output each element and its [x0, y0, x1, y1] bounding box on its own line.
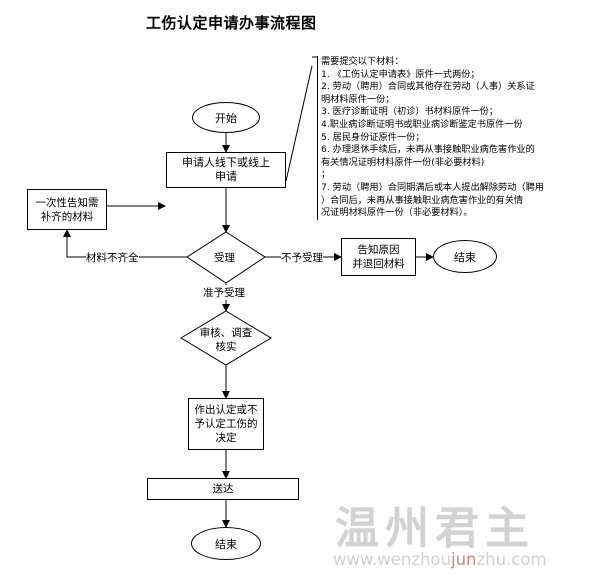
materials-line: 5. 居民身份证原件一份；: [321, 131, 425, 143]
decision-label-line3: 决定: [215, 432, 237, 444]
materials-line: 明材料原件一份；: [321, 93, 395, 105]
deliver-label: 送达: [212, 483, 234, 495]
materials-note: 需要提交以下材料： 1. 《工伤认定申请表》原件一式两份； 2. 劳动（聘用）合…: [317, 56, 579, 220]
review-label-line1: 审核、调查: [199, 327, 253, 339]
watermark-url: www.wenzhoujunzhu.com: [333, 550, 547, 569]
edge-label-incomplete: 材料不齐全: [86, 250, 139, 265]
watermark-url-part3: zhu.com: [476, 550, 547, 569]
materials-line: 2. 劳动（聘用）合同或其他存在劳动（人事）关系证: [321, 81, 535, 93]
end-bottom-label: 结束: [215, 537, 237, 551]
decision-label-line1: 作出认定或不: [194, 404, 258, 416]
reject-label-line2: 并退回材料: [352, 258, 405, 270]
start-label: 开始: [215, 111, 237, 125]
materials-line: 6. 办理退休手续后，未再从事接触职业病危害作业的: [321, 144, 535, 156]
materials-line: 7. 劳动（聘用）合同期满后或本人提出解除劳动（聘用: [321, 181, 544, 193]
reject-label-line1: 告知原因: [357, 244, 400, 256]
arrow-accept-to-notify: [63, 229, 187, 258]
review-label-line2: 核实: [215, 341, 237, 353]
end-right-label: 结束: [454, 250, 476, 264]
edge-label-not-accepted: 不予受理: [281, 250, 323, 265]
materials-line: ；: [321, 169, 331, 181]
materials-line: 1. 《工伤认定申请表》原件一式两份；: [321, 68, 480, 80]
start-node: 开始: [192, 102, 260, 133]
materials-line: 有关情况证明材料原件一份(非必要材料): [321, 156, 485, 168]
end-right-node: 结束: [433, 240, 497, 273]
apply-box: 申请人线下或线上 申请: [166, 152, 286, 188]
edge-label-accepted: 准予受理: [203, 285, 245, 300]
deliver-box: 送达: [147, 478, 299, 500]
watermark-logo-text: 温州君主: [335, 503, 535, 554]
accept-diamond: [186, 231, 266, 284]
decision-label-line2: 予认定工伤的: [194, 418, 258, 430]
notify-label-line2: 补齐的材料: [40, 210, 94, 223]
materials-line: 4.职业病诊断证明书或职业病诊断鉴定书原件一份: [321, 118, 523, 130]
page-title: 工伤认定申请办事流程图: [146, 14, 317, 32]
watermark-url-part1: www.wenzhou: [333, 550, 451, 569]
apply-label-line2: 申请: [215, 170, 237, 183]
materials-line: 况证明材料原件一份（非必要材料）。: [321, 207, 473, 219]
decision-box: 作出认定或不 予认定工伤的 决定: [188, 398, 264, 450]
accept-label: 受理: [214, 252, 235, 264]
end-bottom-node: 结束: [191, 527, 261, 560]
review-label: 审核、调查 核实: [197, 326, 255, 354]
watermark-url-part2: jun: [451, 550, 477, 569]
note-connector: [285, 65, 313, 182]
notify-label-line1: 一次性告知需: [35, 196, 99, 209]
materials-heading: 需要提交以下材料：: [321, 56, 404, 67]
apply-label-line1: 申请人线下或线上: [182, 156, 270, 169]
reject-box: 告知原因 并退回材料: [341, 238, 416, 276]
materials-line: 3. 医疗诊断证明（初诊）书材料原件一份；: [321, 106, 499, 118]
notify-box: 一次性告知需 补齐的材料: [27, 189, 107, 230]
materials-line: ）合同后，未再从事接触职业病危害作业的有关情: [321, 194, 524, 206]
review-diamond: [180, 310, 272, 366]
